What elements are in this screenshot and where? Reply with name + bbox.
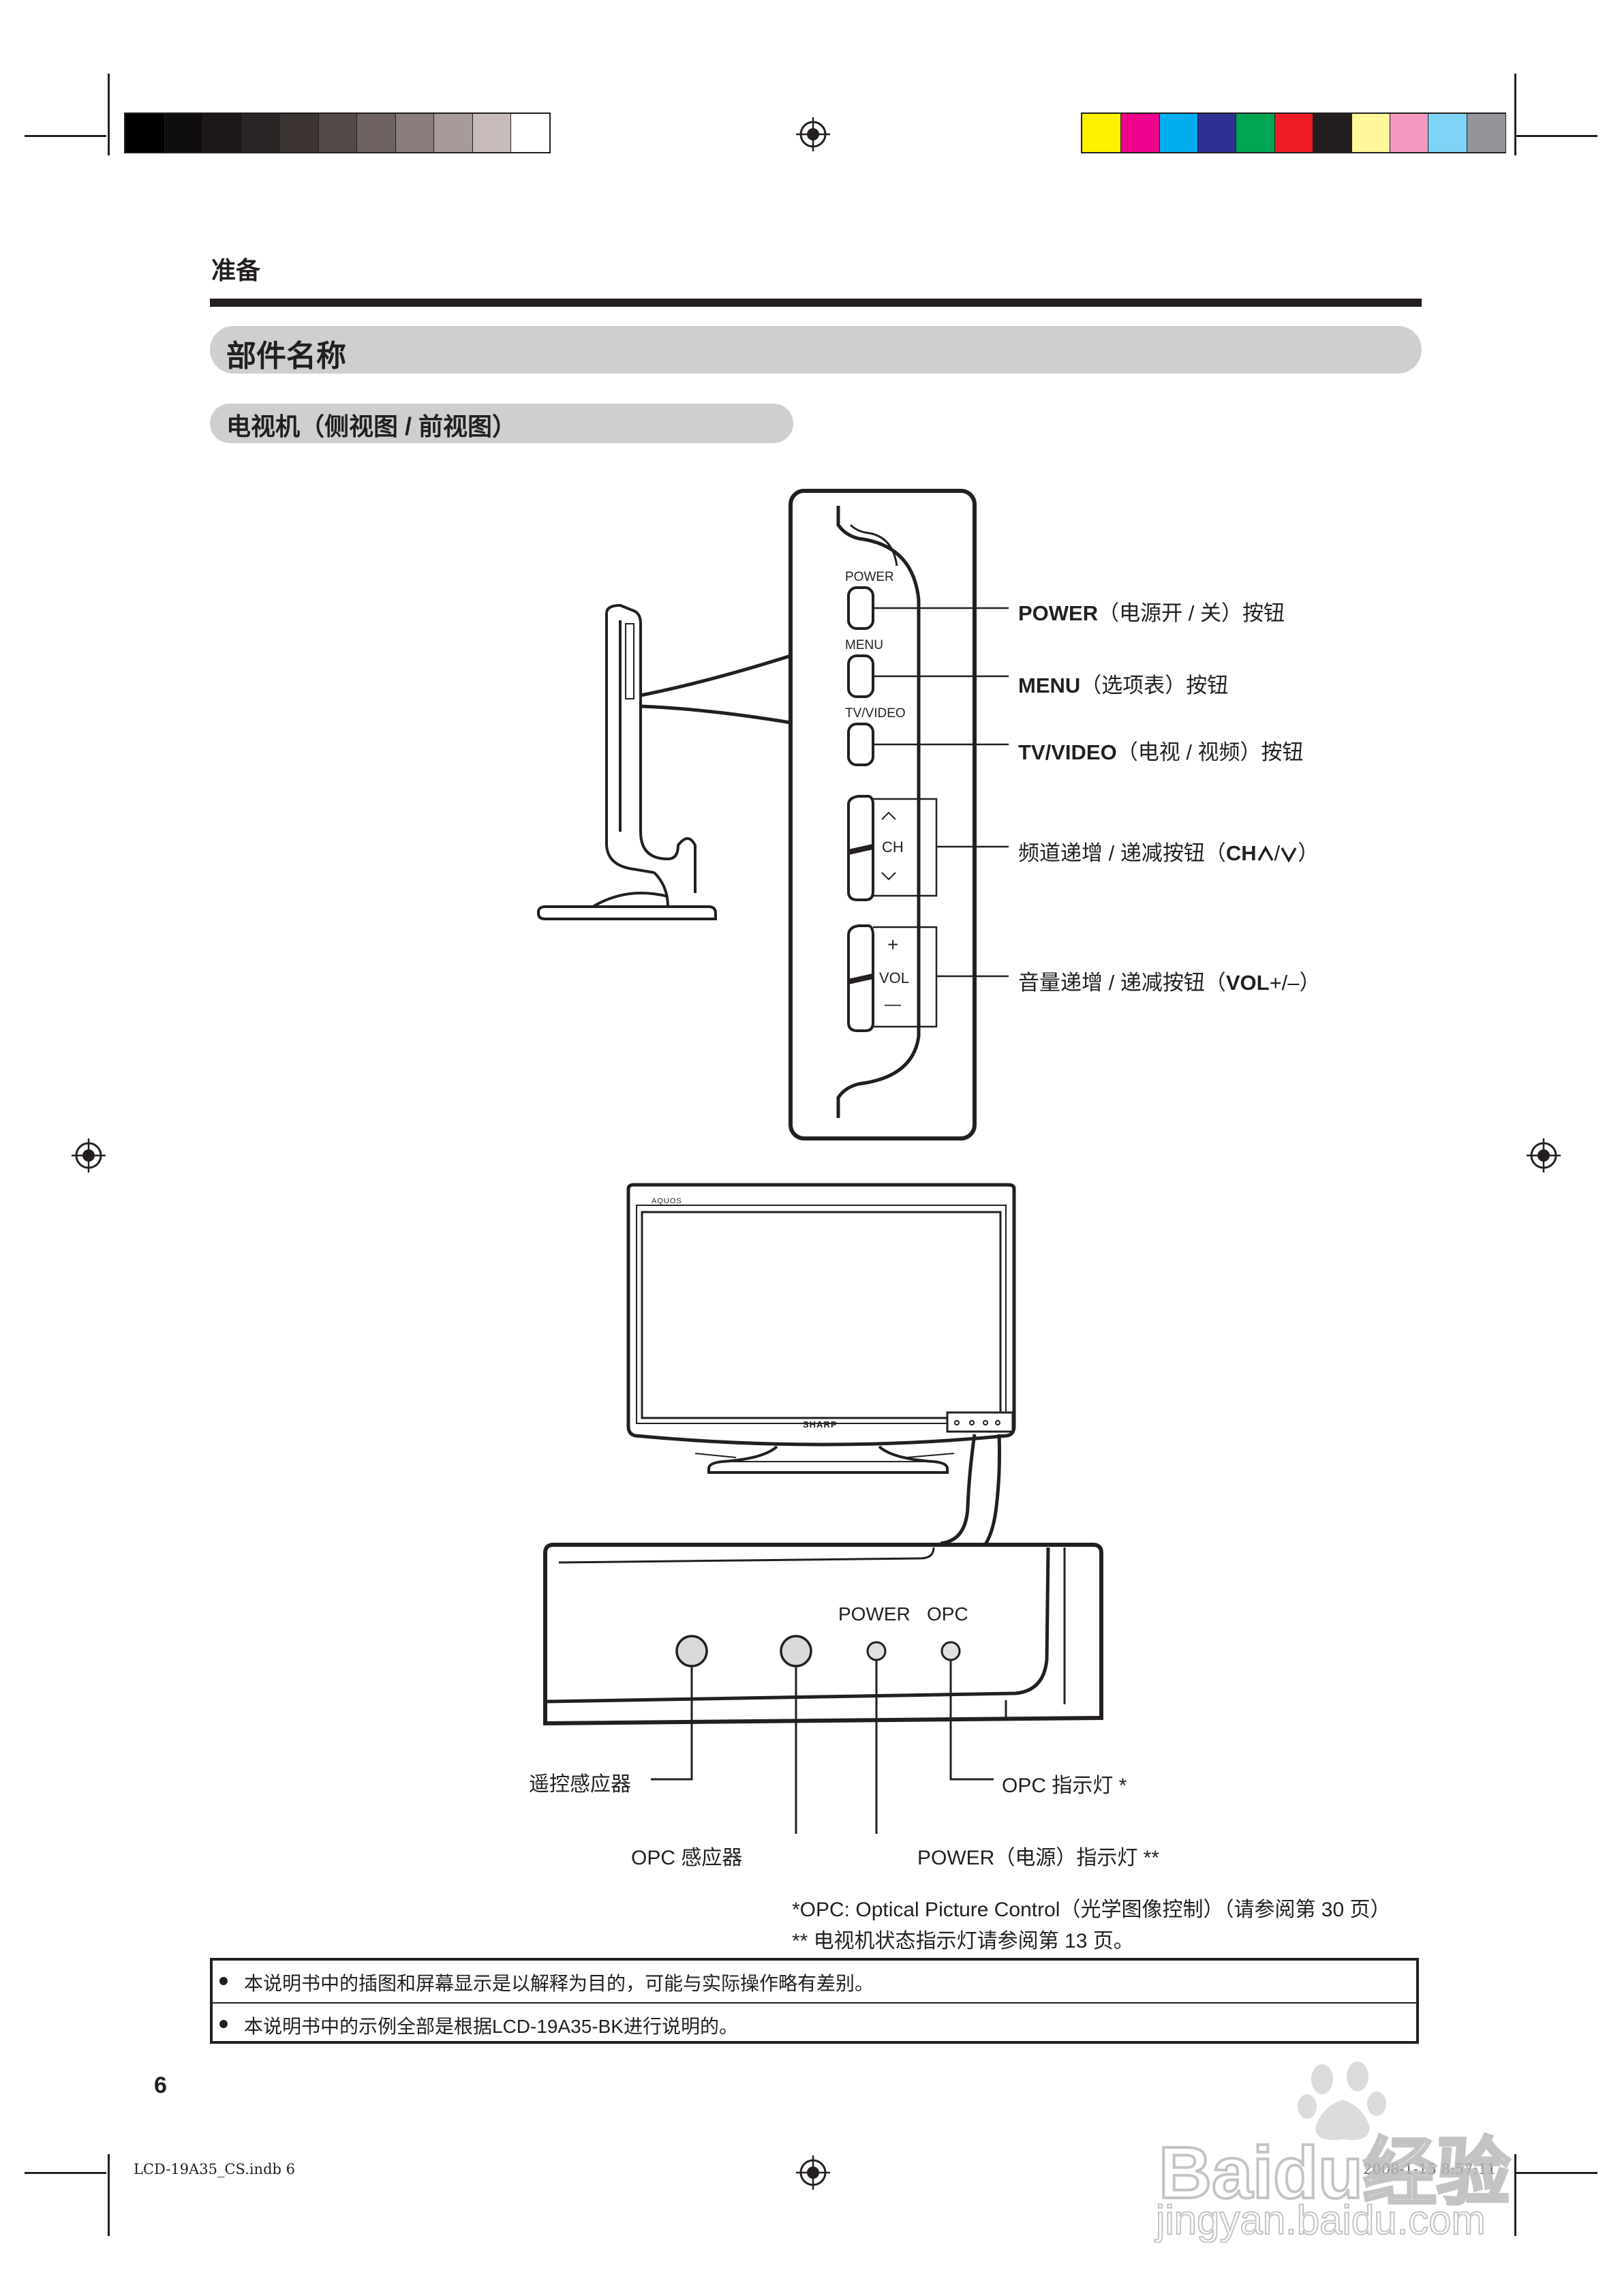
chevron-up-icon: [1257, 845, 1274, 861]
watermark-url: jingyan.baidu.com: [1155, 2196, 1486, 2244]
callout-tvvideo-text: （电视 / 视频）按钮: [1116, 740, 1304, 764]
color-swatch: [472, 114, 511, 152]
crop-mark: [1514, 2154, 1516, 2236]
color-swatch: [279, 114, 319, 152]
vol-plus-label: +: [887, 934, 899, 955]
note-text: 本说明书中的插图和屏幕显示是以解释为目的，可能与实际操作略有差别。: [244, 1973, 874, 1994]
callout-tvvideo-bold: TV/VIDEO: [1018, 740, 1117, 764]
section-label: 准备: [211, 256, 261, 284]
callout-ch-bold: CH: [1225, 841, 1257, 865]
color-swatch: [125, 114, 164, 152]
notes-box: 本说明书中的插图和屏幕显示是以解释为目的，可能与实际操作略有差别。 本说明书中的…: [210, 1958, 1419, 2044]
callout-power-text: （电源开 / 关）按钮: [1098, 601, 1285, 625]
bullet-icon: [219, 2020, 228, 2028]
chevron-down-icon: [1281, 847, 1297, 863]
print-slug-file: LCD-19A35_CS.indb 6: [134, 2161, 295, 2177]
color-swatch: [1428, 114, 1467, 152]
baidu-paw-icon: [1298, 2061, 1386, 2141]
grayscale-color-bar: [124, 112, 551, 153]
callout-menu-bold: MENU: [1018, 674, 1081, 697]
callout-opc-indicator: OPC 指示灯 *: [1002, 1774, 1127, 1797]
bullet-icon: [219, 1977, 228, 1985]
crop-mark: [108, 74, 110, 155]
color-swatch: [395, 114, 434, 152]
color-swatch: [356, 114, 396, 152]
note-row: 本说明书中的示例全部是根据LCD-19A35-BK进行说明的。: [213, 2002, 1416, 2045]
power-button-label: POWER: [845, 570, 894, 584]
page-number: 6: [154, 2072, 167, 2098]
crop-mark: [1516, 2172, 1597, 2174]
color-swatch: [164, 114, 203, 152]
callout-vol-bold: VOL: [1225, 971, 1270, 995]
color-swatch: [1351, 114, 1390, 152]
callout-menu-text: （选项表）按钮: [1080, 674, 1229, 697]
callout-remote-sensor: 遥控感应器: [529, 1773, 631, 1796]
callout-power-bold: POWER: [1018, 601, 1099, 625]
ch-label: CH: [882, 839, 904, 856]
footnote-indicator: ** 电视机状态指示灯请参阅第 13 页。: [792, 1930, 1134, 1952]
callout-tv-video-button: TV/VIDEO（电视 / 视频）按钮: [1018, 735, 1304, 766]
callout-ch-slash: /: [1274, 841, 1281, 865]
callout-opc-sensor: OPC 感应器: [631, 1847, 743, 1869]
front-power-label: POWER: [838, 1603, 911, 1625]
tv-side-view-illustration: [537, 489, 1009, 1141]
registration-target-icon: [72, 1138, 106, 1173]
subtitle-bar: [210, 404, 793, 443]
crop-mark: [108, 2154, 110, 2236]
color-swatch: [1274, 114, 1313, 152]
vol-label: VOL: [879, 969, 910, 986]
front-opc-label: OPC: [927, 1603, 968, 1625]
color-swatch: [433, 114, 473, 152]
tv-video-button-label: TV/VIDEO: [845, 706, 906, 721]
note-text: 本说明书中的示例全部是根据LCD-19A35-BK进行说明的。: [244, 2016, 738, 2037]
registration-target-icon: [796, 117, 830, 151]
watermark-logo: Baidu经验: [1157, 2130, 1512, 2215]
registration-target-icon: [796, 2156, 830, 2190]
color-swatch: [1082, 114, 1121, 152]
color-swatch: [1197, 114, 1237, 152]
crop-mark: [25, 2172, 106, 2174]
tv-brand-top: AQUOS: [652, 1197, 682, 1205]
tv-brand-logo: SHARP: [803, 1419, 838, 1430]
crop-mark: [1514, 74, 1516, 155]
callout-vol-tail: +/–: [1269, 971, 1300, 995]
process-color-bar: [1081, 112, 1506, 153]
subtitle: 电视机（侧视图 / 前视图）: [226, 412, 517, 440]
callout-vol-end: ）: [1299, 971, 1321, 995]
callout-channel-buttons: 频道递增 / 递减按钮（CH / ）: [1018, 836, 1319, 866]
crop-mark: [1516, 135, 1597, 137]
tv-front-view-illustration: [543, 1183, 1103, 1834]
registration-target-icon: [1527, 1138, 1561, 1173]
color-swatch: [1159, 114, 1198, 152]
callout-power-indicator: POWER（电源）指示灯 **: [917, 1847, 1160, 1869]
color-swatch: [202, 114, 242, 152]
callout-vol-text: 音量递增 / 递减按钮（: [1018, 971, 1226, 995]
color-swatch: [241, 114, 280, 152]
color-swatch: [1466, 114, 1505, 152]
color-swatch: [1313, 114, 1352, 152]
footnote-opc: *OPC: Optical Picture Control（光学图像控制）（请参…: [792, 1899, 1391, 1921]
page-title-bar: [210, 326, 1422, 374]
crop-mark: [25, 135, 106, 137]
callout-menu-button: MENU（选项表）按钮: [1018, 668, 1228, 699]
callout-volume-buttons: 音量递增 / 递减按钮（VOL+/–）: [1018, 965, 1321, 996]
color-swatch: [1236, 114, 1275, 152]
callout-ch-text: 频道递增 / 递减按钮（: [1018, 841, 1226, 865]
page-title: 部件名称: [226, 339, 346, 373]
print-slug-datetime: 2008-1-15 8:57:11: [1363, 2161, 1497, 2177]
color-swatch: [1389, 114, 1428, 152]
color-swatch: [318, 114, 357, 152]
vol-minus-label: —: [885, 995, 901, 1014]
color-swatch: [1120, 114, 1160, 152]
callout-ch-end: ）: [1298, 841, 1319, 865]
header-rule: [210, 299, 1422, 307]
callout-power-button: POWER（电源开 / 关）按钮: [1018, 596, 1285, 626]
menu-button-label: MENU: [845, 638, 883, 652]
note-row: 本说明书中的插图和屏幕显示是以解释为目的，可能与实际操作略有差别。: [213, 1961, 1416, 2002]
color-swatch: [510, 114, 550, 152]
